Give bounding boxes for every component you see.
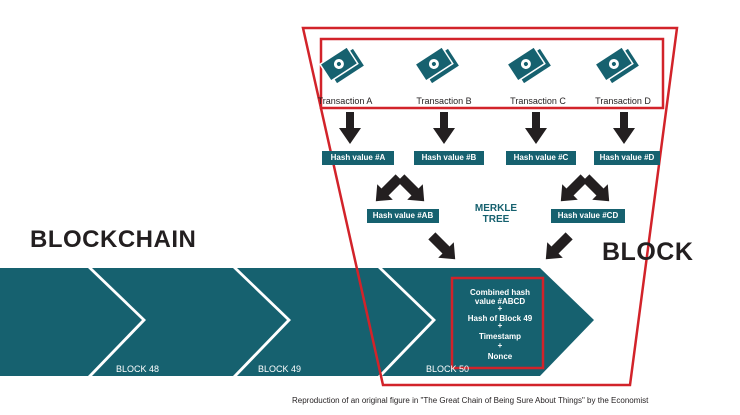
plus-sign: + — [497, 304, 503, 313]
banknote-icon — [594, 45, 639, 84]
block-outline — [301, 26, 679, 387]
chain-segment-block-48 — [92, 268, 287, 376]
hash-box-b: Hash value #B — [414, 151, 484, 165]
chain-segment-lead — [0, 268, 142, 376]
banknote-icon — [506, 45, 551, 84]
arrow-diagonal-icon — [560, 174, 588, 202]
hash-box-a: Hash value #A — [322, 151, 394, 165]
transactions-frame — [319, 37, 665, 110]
chain-block-label: BLOCK 50 — [426, 364, 470, 374]
hash-box-cd: Hash value #CD — [551, 209, 625, 223]
merkle-label-line: MERKLE — [474, 203, 518, 214]
banknote-icon — [414, 45, 459, 84]
arrow-diagonal-icon — [545, 232, 573, 260]
arrow-diagonal-icon — [428, 232, 456, 260]
transaction-label: Transaction D — [595, 96, 651, 106]
caption: Reproduction of an original figure in "T… — [292, 396, 649, 405]
blockchain-title: BLOCKCHAIN — [30, 226, 197, 253]
transaction-label: Transaction C — [510, 96, 566, 106]
combined-hash-line: Combined hash — [469, 288, 530, 297]
plus-sign: + — [497, 321, 503, 330]
transaction-label: Transaction B — [416, 96, 472, 106]
merkle-tree-label: MERKLE TREE — [466, 203, 526, 225]
arrow-down-icon — [525, 112, 547, 144]
arrow-diagonal-icon — [375, 174, 403, 202]
previous-block-hash: Hash of Block 49 — [467, 314, 533, 323]
timestamp-label: Timestamp — [478, 332, 522, 341]
chain-block-label: BLOCK 48 — [116, 364, 160, 374]
hash-box-c: Hash value #C — [506, 151, 576, 165]
hash-box-ab: Hash value #AB — [367, 209, 439, 223]
transaction-label: Transaction A — [317, 96, 373, 106]
arrow-down-icon — [613, 112, 635, 144]
block-header-frame — [450, 276, 545, 370]
banknote-icon — [319, 45, 364, 84]
chain-segment-block-49 — [237, 268, 432, 376]
hash-box-d: Hash value #D — [594, 151, 660, 165]
arrow-diagonal-icon — [397, 174, 425, 202]
combined-hash-line: value #ABCD — [474, 297, 526, 306]
block-title: BLOCK — [602, 238, 694, 266]
chain-block-label: BLOCK 49 — [258, 364, 302, 374]
nonce-label: Nonce — [487, 352, 513, 361]
chain-segment-block-50 — [382, 268, 594, 376]
plus-sign: + — [497, 341, 503, 350]
arrow-down-icon — [339, 112, 361, 144]
arrow-diagonal-icon — [582, 174, 610, 202]
merkle-label-line: TREE — [482, 214, 510, 225]
arrow-down-icon — [433, 112, 455, 144]
